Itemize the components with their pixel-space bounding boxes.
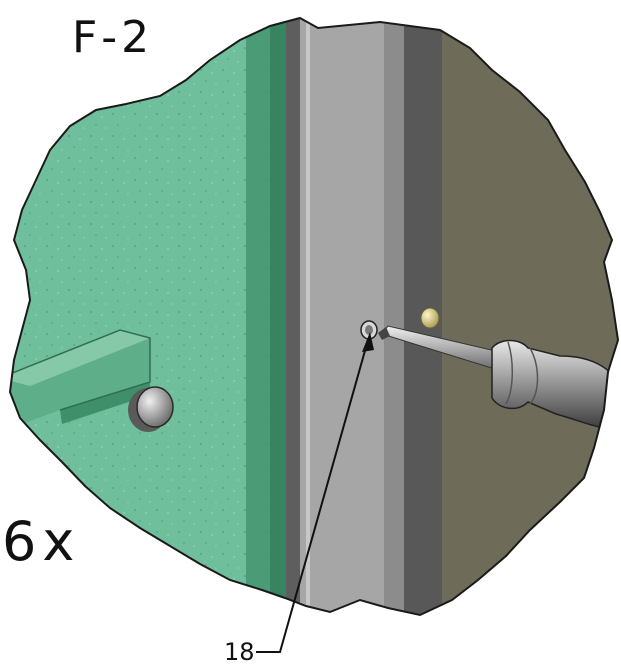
step-label: F-2 — [72, 12, 153, 63]
frame-post-face — [300, 18, 384, 615]
frame-post-side — [384, 18, 404, 615]
brass-screw-icon — [420, 307, 440, 329]
quantity-label: 6x — [2, 510, 80, 573]
knob-icon — [128, 386, 174, 432]
callout-number: 18 — [224, 638, 255, 666]
detail-outline — [8, 16, 620, 617]
callout-leader — [256, 332, 374, 653]
wall-hook-icon — [10, 329, 151, 432]
screwdriver-icon — [378, 325, 618, 431]
frame-flange — [286, 18, 300, 615]
adjacent-panel — [442, 18, 618, 615]
